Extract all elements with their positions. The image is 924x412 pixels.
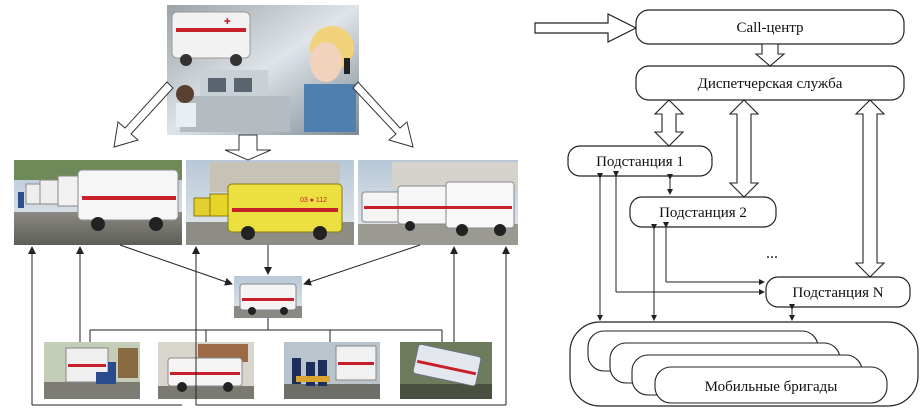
- ambulance-on-road-photo: [400, 342, 492, 399]
- substation-links: [597, 171, 795, 321]
- dispatch-label: Диспетчерская служба: [698, 76, 843, 92]
- call-center-node: Call-центр: [635, 9, 905, 45]
- patient-loading-photo: [44, 342, 140, 399]
- dispatch-substation1-arrow: [653, 99, 685, 147]
- call-center-label: Call-центр: [737, 20, 804, 36]
- mobile-teams-label: Мобильные бригады: [705, 379, 838, 395]
- dispatch-substation2-arrow: [728, 99, 760, 198]
- callcenter-dispatch-arrow: [754, 43, 786, 67]
- substation-2-label: Подстанция 2: [659, 205, 747, 221]
- substation-2-node: Подстанция 2: [629, 196, 777, 228]
- substation-n-node: Подстанция N: [765, 276, 911, 308]
- svg-text:03 ● 112: 03 ● 112: [300, 197, 327, 204]
- substation-1-label: Подстанция 1: [596, 154, 684, 170]
- dispatch-substationN-arrow: [854, 99, 886, 278]
- single-ambulance-photo: [234, 276, 302, 318]
- mobile-teams-group: Мобильные бригады: [569, 321, 919, 407]
- call-center-operator-photo: ✚: [167, 5, 359, 135]
- yellow-ambulance-photo: 03 ● 112: [186, 160, 354, 245]
- substation-n-label: Подстанция N: [792, 285, 883, 301]
- rescue-team-photo: [284, 342, 380, 399]
- top-to-middle-hollow-arrows: [113, 81, 414, 161]
- feedback-lines: [28, 246, 510, 406]
- distribution-lines: [89, 318, 443, 342]
- ambulance-side-photo: [158, 342, 254, 399]
- ellipsis-label: ...: [766, 245, 778, 262]
- svg-text:✚: ✚: [224, 17, 231, 26]
- input-hollow-arrow: [534, 13, 638, 43]
- dispatch-node: Диспетчерская служба: [635, 65, 905, 101]
- ambulance-fleet-photo: [14, 160, 182, 245]
- substation-1-node: Подстанция 1: [567, 145, 713, 177]
- to-center-arrows: [119, 244, 421, 286]
- ambulance-parking-photo: [358, 160, 518, 245]
